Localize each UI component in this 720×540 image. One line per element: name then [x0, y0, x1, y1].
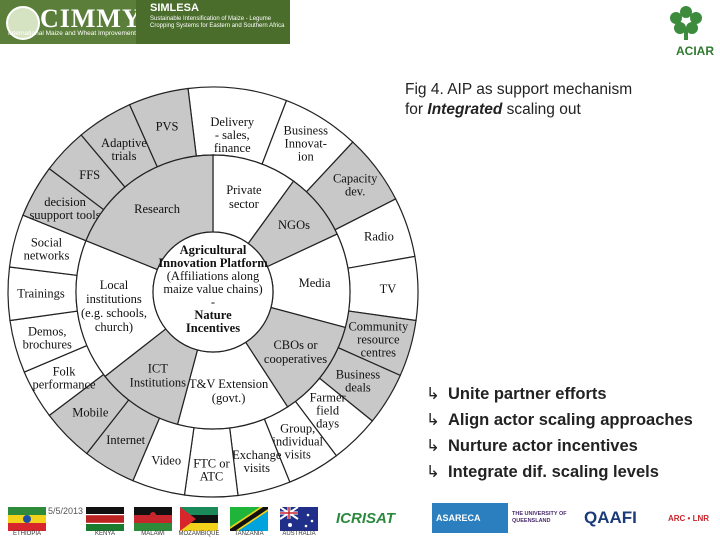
outer-segment-label: FFS	[79, 168, 100, 182]
caption-prefix: for	[405, 101, 428, 118]
tanzania-flag-icon	[230, 507, 268, 531]
inner-segment-label: NGOs	[278, 218, 310, 232]
simlesa-banner	[136, 0, 290, 44]
list-item: ↳ Nurture actor incentives	[426, 435, 693, 461]
key-points-list: ↳ Unite partner efforts ↳ Align actor scal…	[426, 383, 693, 487]
country-label: KENYA	[95, 531, 115, 537]
outer-segment-label: Radio	[364, 229, 394, 243]
kenya-flag-icon	[86, 507, 124, 531]
asareca-logo: ASARECA	[432, 503, 508, 533]
cimmyt-logo-icon	[6, 6, 40, 40]
ethiopia-flag-icon	[8, 507, 46, 531]
bullet-text: Unite partner efforts	[448, 385, 607, 403]
country-label: MALAWI	[141, 531, 165, 537]
malawi-flag-icon	[134, 507, 172, 531]
inner-segment-label: Research	[134, 202, 181, 216]
icrisat-logo: ICRISAT	[336, 509, 395, 527]
outer-segment-label: Demos,brochures	[23, 324, 72, 351]
slide-date: 5/5/2013	[48, 506, 84, 516]
caption-emphasis: Integrated	[427, 101, 503, 118]
arc-logo: ARC • LNR	[668, 513, 710, 523]
arrow-bullet-icon: ↳	[426, 411, 440, 429]
header-bar: CIMMYT International Maize and Wheat Imp…	[0, 0, 720, 60]
list-item: ↳ Align actor scaling approaches	[426, 409, 693, 435]
arrow-bullet-icon: ↳	[426, 437, 440, 455]
outer-segment-label: Mobile	[72, 406, 109, 420]
outer-segment-label: Internet	[106, 433, 145, 447]
qaafi-logo: QAAFI	[584, 508, 637, 527]
cimmyt-subtitle: International Maize and Wheat Improvemen…	[8, 30, 158, 37]
list-item: ↳ Integrate dif. scaling levels	[426, 461, 693, 487]
inner-segment-label: Media	[299, 276, 331, 290]
simlesa-logo-text: SIMLESA	[150, 2, 199, 14]
aciar-emblem-icon	[670, 6, 702, 40]
country-label: MOZAMBIQUE	[178, 531, 220, 537]
outer-segment-label: Video	[151, 454, 181, 468]
outer-segment-label: Delivery- sales,finance	[210, 115, 254, 155]
list-item: ↳ Unite partner efforts	[426, 383, 693, 409]
bullet-text: Nurture actor incentives	[448, 437, 638, 455]
caption-line-1: Fig 4. AIP as support mechanism	[405, 81, 633, 98]
uq-logo: THE UNIVERSITY OF QUEENSLAND	[512, 511, 567, 524]
australia-flag-icon	[280, 507, 318, 531]
center-circle-shape	[152, 231, 274, 353]
arrow-bullet-icon: ↳	[426, 463, 440, 481]
simlesa-subtitle: Sustainable Intensification of Maize - L…	[150, 16, 285, 29]
country-label: AUSTRALIA	[282, 531, 316, 537]
aciar-logo-text: ACIAR	[676, 44, 714, 58]
outer-segment-label: TV	[380, 282, 397, 296]
caption-suffix: scaling out	[502, 101, 581, 118]
figure-caption: Fig 4. AIP as support mechanism for Inte…	[405, 80, 705, 120]
bullet-text: Integrate dif. scaling levels	[448, 463, 659, 481]
inner-segment-label: T&V Extension(govt.)	[189, 377, 269, 405]
country-label: TANZANIA	[234, 531, 264, 537]
outer-segment-label: PVS	[156, 119, 179, 133]
country-label: ETHIOPIA	[12, 531, 41, 537]
outer-segment-label: Trainings	[17, 287, 65, 301]
mozambique-flag-icon	[180, 507, 218, 531]
arrow-bullet-icon: ↳	[426, 385, 440, 403]
caption-line-2: for Integrated scaling out	[405, 100, 705, 120]
bullet-text: Align actor scaling approaches	[448, 411, 693, 429]
